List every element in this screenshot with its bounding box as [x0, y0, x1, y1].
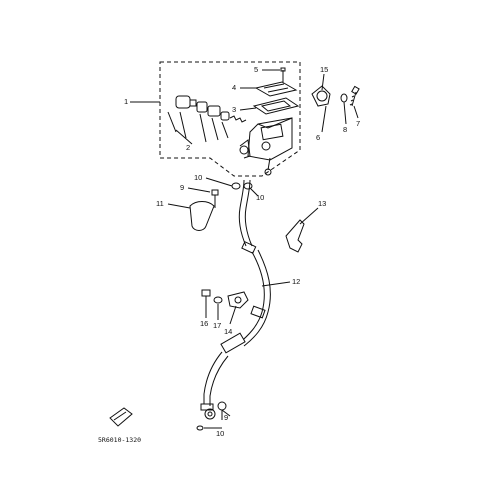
leader-9-lower	[221, 409, 231, 417]
leader-9-upper	[187, 187, 211, 193]
assembly-boundary	[159, 61, 301, 177]
callout-12: 12	[292, 277, 300, 286]
copper-washer-upper	[231, 182, 241, 190]
callout-3: 3	[232, 105, 236, 114]
callout-5: 5	[254, 65, 258, 74]
leader-6	[321, 105, 327, 133]
callout-14: 14	[224, 327, 232, 336]
callout-16: 16	[200, 319, 208, 328]
callout-9-upper: 9	[180, 183, 184, 192]
copper-washer-bottom	[196, 425, 204, 431]
callout-10-lower: 10	[216, 429, 224, 438]
leader-8	[343, 101, 347, 125]
callout-1: 1	[124, 97, 128, 106]
callout-13: 13	[318, 199, 326, 208]
callout-9-lower: 9	[224, 413, 228, 422]
reservoir-cap	[254, 81, 298, 97]
cap-screw	[280, 67, 286, 82]
brake-hose	[200, 179, 271, 411]
washer	[340, 93, 348, 103]
callout-6: 6	[316, 133, 320, 142]
leader-2	[175, 129, 193, 145]
leader-10-right	[249, 187, 259, 197]
leader-12	[261, 281, 291, 287]
callout-10-upper: 10	[194, 173, 202, 182]
bolt-16	[201, 289, 211, 314]
master-cylinder-body	[239, 117, 293, 176]
callout-8: 8	[343, 125, 347, 134]
dust-cover	[189, 201, 215, 231]
union-bolt-upper	[211, 189, 219, 208]
holder	[311, 85, 331, 107]
callout-10-right: 10	[256, 193, 264, 202]
piston-kit	[167, 95, 247, 143]
drawing-code: 5R6010-1320	[98, 436, 141, 444]
banjo-fitting-lower	[204, 408, 216, 420]
leader-15	[321, 73, 325, 91]
callout-15: 15	[320, 65, 328, 74]
bolt-7	[349, 85, 360, 107]
leader-11	[167, 203, 191, 209]
washer-17	[213, 296, 223, 304]
callout-4: 4	[232, 83, 236, 92]
callout-17: 17	[213, 321, 221, 330]
leader-10-upper	[205, 177, 233, 187]
callout-11: 11	[156, 199, 164, 208]
callout-7: 7	[356, 119, 360, 128]
callout-2: 2	[186, 143, 190, 152]
reference-marker-icon	[109, 407, 133, 427]
hose-guide-bracket	[285, 219, 305, 253]
diaphragm	[252, 97, 300, 115]
hose-clamp	[227, 291, 249, 309]
leader-14	[229, 305, 237, 325]
leader-7	[353, 105, 359, 119]
leader-13	[299, 207, 319, 225]
leader-3	[239, 107, 257, 111]
